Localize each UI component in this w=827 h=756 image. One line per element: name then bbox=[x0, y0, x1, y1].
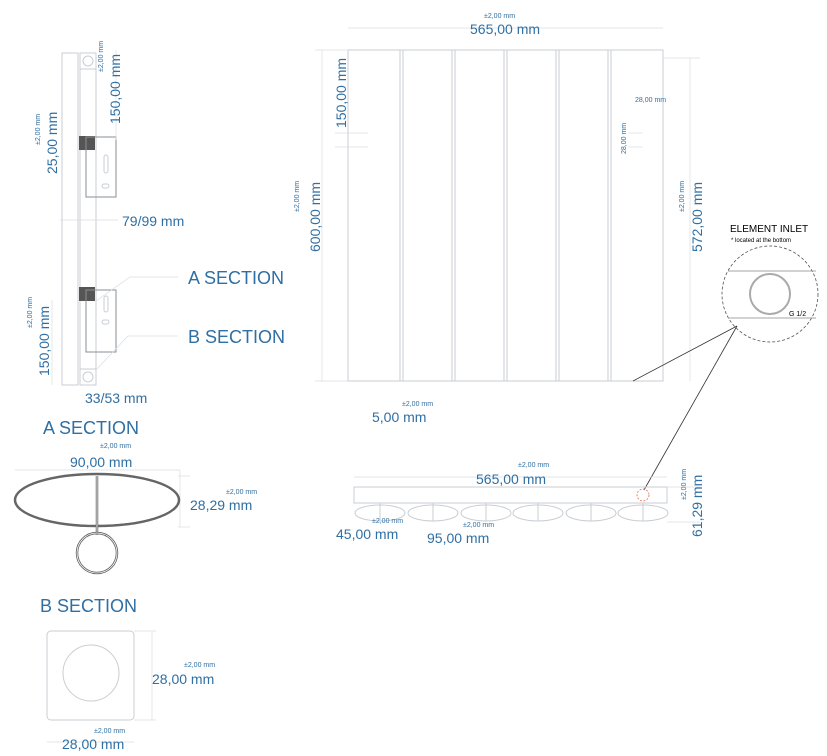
b-height-dimension: 28,00 mm bbox=[152, 671, 214, 687]
column-width-dimension: 45,00 mm bbox=[336, 526, 398, 542]
a-height-dimension: 28,29 mm bbox=[190, 497, 252, 513]
a-height-tolerance: ±2,00 mm bbox=[226, 489, 257, 496]
a-section-title: A SECTION bbox=[43, 418, 139, 438]
b-width-tolerance: ±2,00 mm bbox=[94, 728, 125, 735]
a-section: A SECTION ±2,00 mm 90,00 mm ±2,00 mm 28,… bbox=[13, 418, 257, 575]
inlet-note: * located at the bottom bbox=[731, 238, 791, 244]
gap-dimension: 5,00 mm bbox=[372, 409, 426, 425]
axis-height-tolerance: ±2,00 mm bbox=[679, 181, 686, 212]
hole-spacing-v: 28,00 mm bbox=[621, 123, 628, 154]
axis-height-dimension: 572,00 mm bbox=[689, 182, 705, 252]
top-bracket-dimension: 150,00 mm bbox=[107, 54, 123, 124]
bottom-view: ±2,00 mm 565,00 mm ±2,00 mm 61,29 mm ±2,… bbox=[336, 462, 705, 546]
depth-dimension-bottom: 61,29 mm bbox=[689, 475, 705, 537]
front-width-dimension: 565,00 mm bbox=[470, 21, 540, 37]
front-view: ±2,00 mm 565,00 mm 150,00 mm ±2,00 mm 60… bbox=[294, 13, 705, 425]
a-width-dimension: 90,00 mm bbox=[70, 454, 132, 470]
top-bracket-tolerance: ±2,00 mm bbox=[98, 41, 105, 72]
front-width-tolerance: ±2,00 mm bbox=[484, 13, 515, 20]
bottom-bracket-dimension: 150,00 mm bbox=[36, 306, 52, 376]
bottom-width-tolerance: ±2,00 mm bbox=[518, 462, 549, 469]
column-width-tolerance: ±2,00 mm bbox=[372, 518, 403, 525]
bottom-depth-dimension: 33/53 mm bbox=[85, 390, 147, 406]
block-tolerance: ±2,00 mm bbox=[35, 114, 42, 145]
b-section: B SECTION ±2,00 mm 28,00 mm ±2,00 mm 28,… bbox=[40, 596, 215, 752]
front-top-offset-dimension: 150,00 mm bbox=[333, 58, 349, 128]
inlet-thread-label: G 1/2 bbox=[789, 311, 806, 318]
pitch-dimension: 95,00 mm bbox=[427, 530, 489, 546]
side-view: ±2,00 mm 150,00 mm ±2,00 mm 25,00 mm 79/… bbox=[27, 41, 285, 406]
bottom-bracket-tolerance: ±2,00 mm bbox=[27, 297, 34, 328]
b-section-title: B SECTION bbox=[40, 596, 137, 616]
b-height-tolerance: ±2,00 mm bbox=[184, 662, 215, 669]
element-inlet-detail: ELEMENT INLET * located at the bottom G … bbox=[632, 224, 819, 491]
b-section-callout: B SECTION bbox=[188, 327, 285, 347]
b-width-dimension: 28,00 mm bbox=[62, 736, 124, 752]
pitch-tolerance: ±2,00 mm bbox=[463, 522, 494, 529]
depth-dimension: 79/99 mm bbox=[122, 213, 184, 229]
bottom-width-dimension: 565,00 mm bbox=[476, 471, 546, 487]
hole-spacing-h: 28,00 mm bbox=[635, 97, 666, 104]
depth-tolerance: ±2,00 mm bbox=[681, 469, 688, 500]
front-height-dimension: 600,00 mm bbox=[307, 182, 323, 252]
a-section-callout: A SECTION bbox=[188, 268, 284, 288]
a-width-tolerance: ±2,00 mm bbox=[100, 443, 131, 450]
gap-tolerance: ±2,00 mm bbox=[402, 401, 433, 408]
block-dimension: 25,00 mm bbox=[44, 112, 60, 174]
front-height-tolerance: ±2,00 mm bbox=[294, 181, 301, 212]
inlet-title: ELEMENT INLET bbox=[730, 224, 808, 235]
